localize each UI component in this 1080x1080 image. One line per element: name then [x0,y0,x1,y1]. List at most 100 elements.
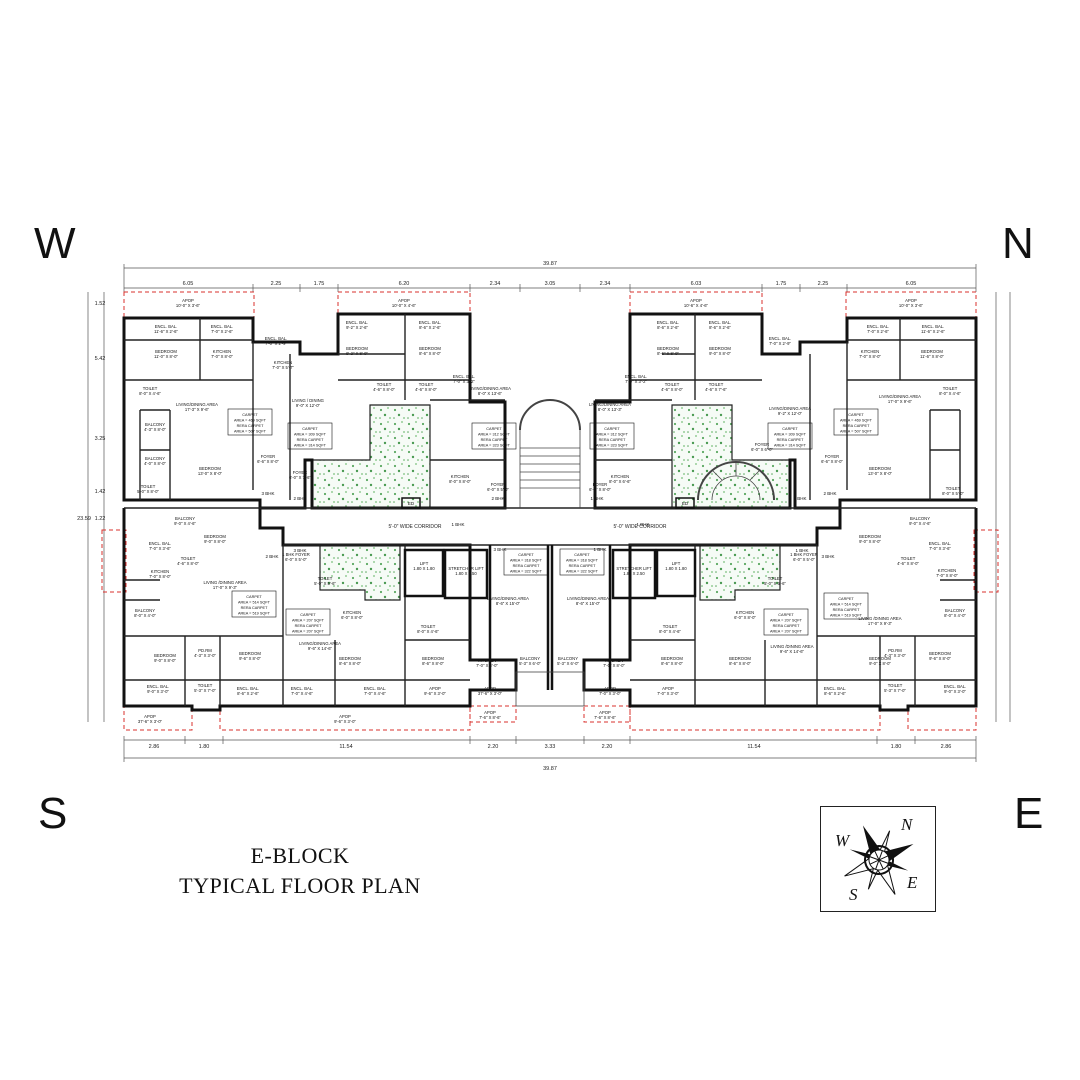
carpet-tag-line1: CARPET [518,553,534,557]
carpet-tag-line2: AREA = 514 SQFT [830,603,863,607]
room-size-label: 9'-0" X 8'-0" [204,539,226,544]
room-size-label: 9'-2" X 8'-0" [346,351,368,356]
dim-top-1: 6.05 [183,281,194,287]
room-size-label: 7'-0" X 3'-0" [599,691,621,696]
dimension-lines [87,267,1011,759]
room-name-label: BEDROOM [339,656,361,661]
room-name-label: BEDROOM [155,349,177,354]
dim-bottom-5: 3.33 [545,744,556,750]
room-size-label: 9'-6" X 8'-0" [239,656,261,661]
room-size-label: 7'-0" X 8'-0" [936,573,958,578]
room-name-label: LIVING/DINING AREA [469,386,511,391]
room-size-label: 8'-0" X 6'-6" [609,479,631,484]
carpet-tag-line1: CARPET [778,613,794,617]
carpet-tag-line3: RERA CARPET [843,424,870,428]
room-size-label: 8'-6" X 2'-6" [657,325,679,330]
room-size-label: 9'-6" X 3'-0" [424,691,446,696]
carpet-tag-line3: RERA CARPET [481,438,508,442]
carpet-tag-line3: RERA CARPET [599,438,626,442]
carpet-tag-line2: AREA = 312 SQFT [596,433,629,437]
room-name-label: FOYER [491,482,505,487]
room-size-label: 6'-0" X 8'-0" [734,615,756,620]
unit-type-tag: 1 BHK [451,522,464,527]
room-name-label: TOILET [419,382,434,387]
unit-type-tag: 3 BHK [821,554,834,559]
carpet-tag-frame [833,408,879,436]
room-name-label: APOP [905,298,917,303]
room-name-label: FOYER [261,454,275,459]
dim-top-5: 2.34 [490,281,501,287]
room-name-label: LIVING/DINING AREA [299,641,341,646]
room-name-label: FOYER [825,454,839,459]
carpet-tag-line2: AREA = 207 SQFT [770,619,803,623]
room-size-label: 6'-0" X 7'-6" [289,475,311,480]
dim-side-1: 1.52 [95,301,106,307]
room-name-label: LIVING/DINING AREA [879,394,921,399]
carpet-tag-line4: AREA = 519 SQFT [830,614,863,618]
room-name-label: KITCHEN [605,658,623,663]
dimension-ticks [123,264,977,762]
room-name-label: APOP [604,686,616,691]
room-size-label: 4'-0" X 8'-0" [144,461,166,466]
room-size-label: 1.80 X 2.50 [455,571,477,576]
room-size-label: 8'-0" X 4'-6" [139,391,161,396]
room-size-label: 6'-0" X 5'-0" [487,487,509,492]
room-size-label: 7'-0" X 3'-2" [453,379,475,384]
carpet-tag-line1: CARPET [838,597,854,601]
room-size-label: 6'-6" X 8'-0" [257,459,279,464]
room-size-label: 6'-6" X 8'-0" [821,459,843,464]
room-name-label: BEDROOM [661,656,683,661]
room-size-label: 8'-6" X 2'-6" [709,325,731,330]
room-name-label: APOP [398,298,410,303]
room-size-label: 5'-3" X 7'-0" [884,688,906,693]
compass-star-icon [844,825,914,895]
room-name-label: LIVING/DINING AREA [176,402,218,407]
room-name-label: TOILET [888,683,903,688]
room-size-label: 7'-0" X 4'-6" [291,691,313,696]
room-size-label: 9'-0" X 8'-0" [869,661,891,666]
room-name-label: APOP [690,298,702,303]
room-name-label: BEDROOM [729,656,751,661]
room-name-label: KITCHEN [938,568,956,573]
room-name-label: ENCL. BAL. [709,320,732,325]
room-size-label: 7'-0" X 3'-0" [657,691,679,696]
room-name-label: KITCHEN [274,360,292,365]
dim-top-6: 3.05 [545,281,556,287]
room-name-label: APOP [339,714,351,719]
carpet-tag-line3: RERA CARPET [241,606,268,610]
room-size-label: 11'-6" X 8'-0" [920,354,944,359]
room-name-label: FOYER [593,482,607,487]
room-size-label: 4'-3" X 3'-0" [884,653,906,658]
unit-type-tag: 3 BHK [261,491,274,496]
room-name-label: APOP [484,710,496,715]
carpet-tag-line3: RERA CARPET [513,564,540,568]
dim-top-3: 1.75 [314,281,325,287]
room-size-label: 8'-0" X 5'-0" [942,491,964,496]
room-name-label: APOP [429,686,441,691]
room-name-label: ENCL. BAL. [211,324,234,329]
dim-top-11: 6.05 [906,281,917,287]
corridor-labels: 5'-0" WIDE CORRIDOR 5'-0" WIDE CORRIDOR [388,524,666,530]
room-name-label: APOP [599,710,611,715]
room-name-label: ENCL. BAL. [922,324,945,329]
room-size-label: 7'-0" X 3'-6" [929,546,951,551]
room-name-label: TOILET [665,382,680,387]
carpet-tag-frame [589,422,635,450]
carpet-tag-line4: AREA = 519 SQFT [238,612,271,616]
carpet-tag-frame [287,422,333,450]
room-size-label: 9'-0" X 8'-0" [709,351,731,356]
room-size-label: 6'-0" X 8'-0" [589,487,611,492]
dim-top-2: 2.25 [271,281,282,287]
room-name-label: BEDROOM [422,656,444,661]
room-size-label: 8'-6" X 2'-6" [419,325,441,330]
room-size-label: 8'-0" X 4'-0" [134,613,156,618]
dim-top-4: 6.20 [399,281,410,287]
room-size-label: 10'-6" X 4'-6" [684,303,709,308]
room-size-label: 7'-0" X 2'-9" [769,341,791,346]
carpet-tag-line1: CARPET [302,427,318,431]
room-size-label: 4'-6" X 8'-0" [415,387,437,392]
carpet-tag-line1: CARPET [574,553,590,557]
direction-west-label: W [34,219,76,268]
room-name-label: BEDROOM [346,346,368,351]
